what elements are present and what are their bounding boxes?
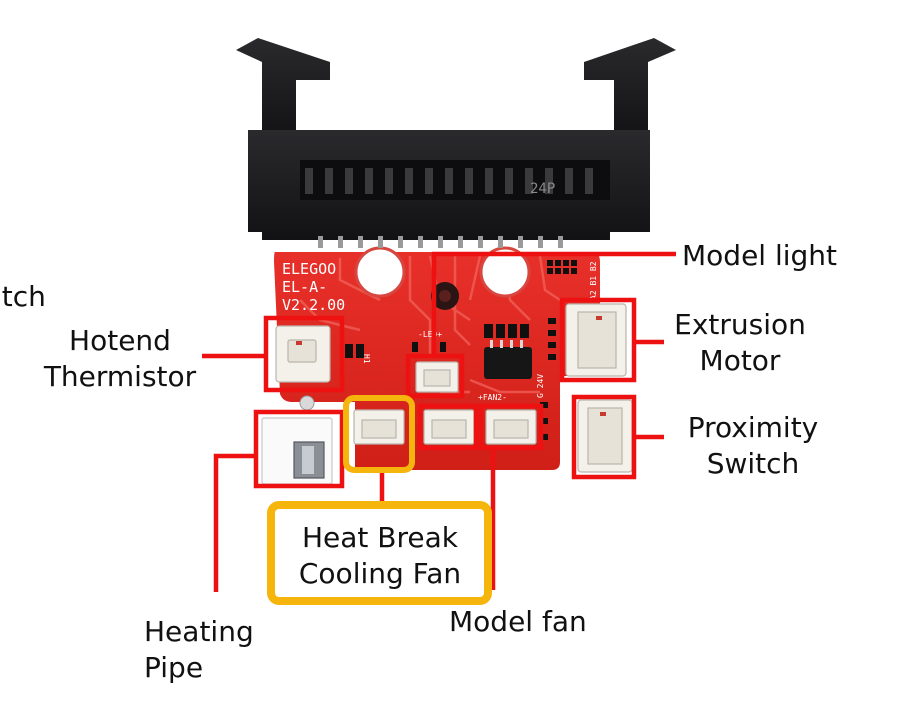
connector-24p-text: 24P: [530, 181, 555, 197]
heating-pipe-box: [253, 409, 345, 489]
heating-pipe-leader: [213, 453, 256, 592]
board-brand-text: ELEGOO: [282, 260, 336, 278]
heating-pipe-line1: Heating: [144, 615, 254, 648]
extrusion-motor-label: Extrusion Motor: [668, 307, 812, 379]
hotend-thermistor-line2: Thermistor: [43, 360, 197, 393]
board-b-text: A2 B1 B2: [589, 261, 598, 300]
heat-break-label-box: [267, 501, 492, 605]
heat-break-fan-line2: Cooling Fan: [298, 557, 462, 590]
ribbon-connector: 24P: [236, 38, 676, 248]
model-fan-label: Model fan: [449, 605, 587, 638]
red-callouts: [202, 251, 676, 592]
heat-break-connector-box: [343, 395, 415, 473]
orange-callouts: [267, 395, 492, 605]
board-voltage-text: G 24V: [536, 374, 545, 398]
board-fan2-text: +FAN2-: [478, 393, 507, 402]
heating-pipe-line2: Pipe: [144, 651, 204, 684]
partial-left-label: itch: [0, 280, 46, 313]
board-h1-text: H1: [362, 354, 371, 364]
board-model-text: EL-A-: [282, 278, 327, 296]
extrusion-motor-line1: Extrusion: [674, 308, 806, 341]
model-fan1-box: [417, 403, 479, 451]
proximity-switch-label: Proximity Switch: [680, 410, 826, 482]
jst-connectors: [261, 303, 633, 485]
board-version-text: V2.2.00: [282, 296, 345, 314]
heat-break-fan-line1: Heat Break: [301, 521, 459, 554]
model-light-label: Model light: [682, 239, 838, 272]
hotend-thermistor-label: Hotend Thermistor: [40, 323, 200, 395]
proximity-switch-line2: Switch: [706, 447, 800, 480]
model-fan2-box: [478, 403, 544, 451]
hotend-thermistor-line1: Hotend: [69, 324, 171, 357]
heating-pipe-label: Heating Pipe: [144, 614, 254, 686]
extrusion-motor-line2: Motor: [699, 344, 781, 377]
model-light-leader: [431, 251, 676, 356]
heat-break-fan-label: Heat Break Cooling Fan: [290, 520, 470, 592]
proximity-switch-line1: Proximity: [687, 411, 819, 444]
board-led-text: -LED+: [418, 330, 442, 339]
